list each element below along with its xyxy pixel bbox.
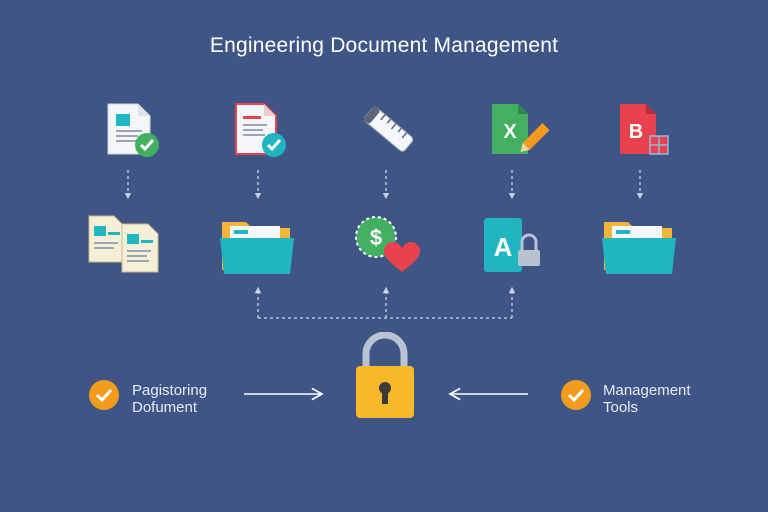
- text-letter: A: [494, 232, 513, 262]
- pencil-ruler-icon: [364, 106, 414, 152]
- dollar-symbol: $: [370, 225, 382, 250]
- folder-icon: [220, 222, 294, 274]
- check-circle-icon: [89, 380, 119, 410]
- right-label: Management Tools: [603, 382, 691, 416]
- left-label: Pagistoring Dofument: [132, 382, 207, 416]
- page-title: Engineering Document Management: [209, 34, 559, 57]
- dollar-heart-icon: $: [355, 216, 420, 272]
- word-document-grid-icon: B: [620, 104, 669, 155]
- excel-letter: X: [503, 121, 517, 143]
- right-label-line2: Tools: [603, 399, 639, 416]
- text-lock-icon: A: [484, 218, 540, 272]
- left-label-line1: Pagistoring: [132, 382, 208, 399]
- left-label-line2: Dofument: [132, 399, 198, 416]
- pdf-document-check-icon: [235, 103, 286, 157]
- padlock-icon: [356, 332, 414, 418]
- word-letter: B: [629, 121, 643, 143]
- documents-stack-icon: [88, 215, 159, 273]
- excel-edit-icon: X: [492, 104, 550, 154]
- right-label-line1: Management: [603, 382, 691, 399]
- document-check-icon: [107, 103, 159, 157]
- folder-icon: [602, 222, 676, 274]
- check-circle-icon: [561, 380, 591, 410]
